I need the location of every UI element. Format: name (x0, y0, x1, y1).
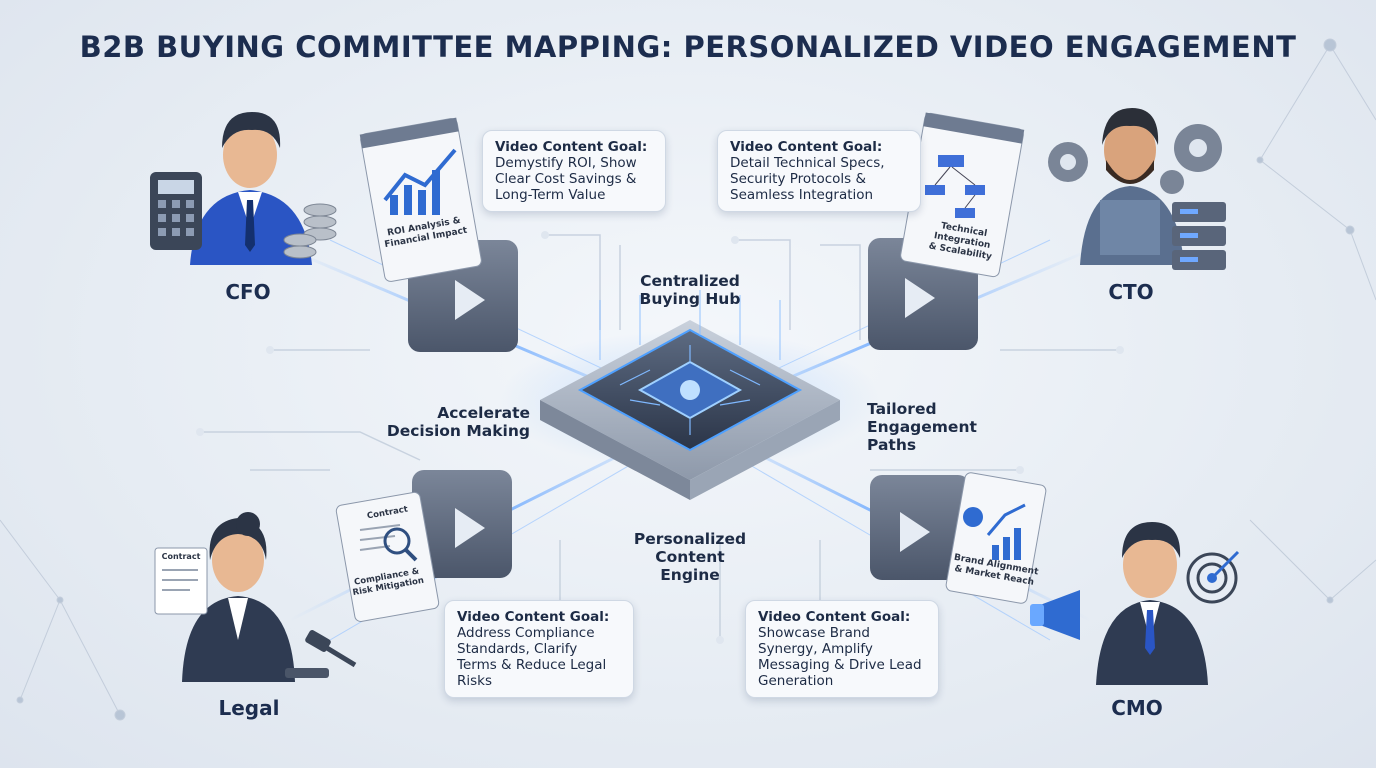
goal-line: Seamless Integration (730, 187, 874, 203)
roi-chart-card-icon (359, 117, 482, 282)
goal-heading: Video Content Goal: (457, 609, 610, 625)
cto-label: CTO (1108, 280, 1154, 304)
central-chip-icon (500, 290, 880, 500)
hub-label-left: Accelerate Decision Making (360, 404, 530, 440)
goal-line: Messaging & Drive Lead (758, 657, 922, 673)
network-background (0, 38, 1376, 721)
goal-heading: Video Content Goal: (758, 609, 911, 625)
play-button-icon (870, 475, 970, 580)
goal-line: Risks (457, 673, 493, 689)
hub-label-line: Paths (867, 436, 917, 454)
goal-line: Showcase Brand (758, 625, 870, 641)
goal-line: Generation (758, 673, 834, 689)
play-button-icon (412, 470, 512, 578)
legal-avatar (182, 512, 295, 682)
hub-label-line: Engagement (867, 418, 977, 436)
brand-growth-card-icon (945, 472, 1047, 604)
hub-label-right: Tailored Engagement Paths (867, 400, 1007, 454)
hub-label-bottom: Personalized Content Engine (610, 530, 770, 584)
hub-label-line: Accelerate (437, 404, 530, 422)
goal-line: Long-Term Value (495, 187, 606, 203)
architecture-diagram-card-icon (900, 112, 1025, 278)
calculator-icon (150, 172, 202, 250)
goal-line: Address Compliance (457, 625, 595, 641)
cto-avatar (1080, 108, 1184, 265)
legal-goal-bubble: Video Content Goal: Address Compliance S… (444, 600, 634, 698)
goal-line: Standards, Clarify (457, 641, 578, 657)
cfo-goal-bubble: Video Content Goal: Demystify ROI, Show … (482, 130, 666, 212)
goal-heading: Video Content Goal: (495, 139, 648, 155)
contract-magnifier-card-icon (335, 491, 440, 622)
megaphone-icon (1030, 590, 1080, 640)
cfo-avatar (190, 112, 312, 265)
server-rack-icon (1172, 202, 1226, 270)
hub-label-line: Tailored (867, 400, 937, 418)
cto-goal-bubble: Video Content Goal: Detail Technical Spe… (717, 130, 921, 212)
hub-label-line: Personalized (633, 530, 747, 548)
gavel-icon (285, 630, 357, 678)
gears-icon (1048, 124, 1222, 194)
target-icon (1186, 550, 1240, 604)
cmo-label: CMO (1111, 696, 1163, 720)
document-label: Contract (161, 552, 201, 561)
goal-line: Detail Technical Specs, (730, 155, 885, 171)
hub-label-top: Centralized Buying Hub (610, 272, 770, 308)
hub-label-line: Content (655, 548, 725, 566)
goal-line: Demystify ROI, Show (495, 155, 637, 171)
cmo-avatar (1096, 522, 1208, 685)
document-icon (154, 547, 208, 615)
goal-line: Clear Cost Savings & (495, 171, 637, 187)
page-title: B2B BUYING COMMITTEE MAPPING: PERSONALIZ… (79, 30, 1297, 64)
legal-label: Legal (218, 696, 280, 720)
hub-label-line: Centralized (640, 272, 740, 290)
goal-line: Synergy, Amplify (758, 641, 873, 657)
goal-line: Terms & Reduce Legal (457, 657, 607, 673)
coins-icon (283, 203, 337, 259)
hub-label-line: Engine (660, 566, 720, 584)
hub-label-line: Decision Making (386, 422, 530, 440)
cmo-goal-bubble: Video Content Goal: Showcase Brand Syner… (745, 600, 939, 698)
goal-line: Security Protocols & (730, 171, 866, 187)
goal-heading: Video Content Goal: (730, 139, 883, 155)
cfo-label: CFO (225, 280, 271, 304)
hub-label-line: Buying Hub (639, 290, 741, 308)
